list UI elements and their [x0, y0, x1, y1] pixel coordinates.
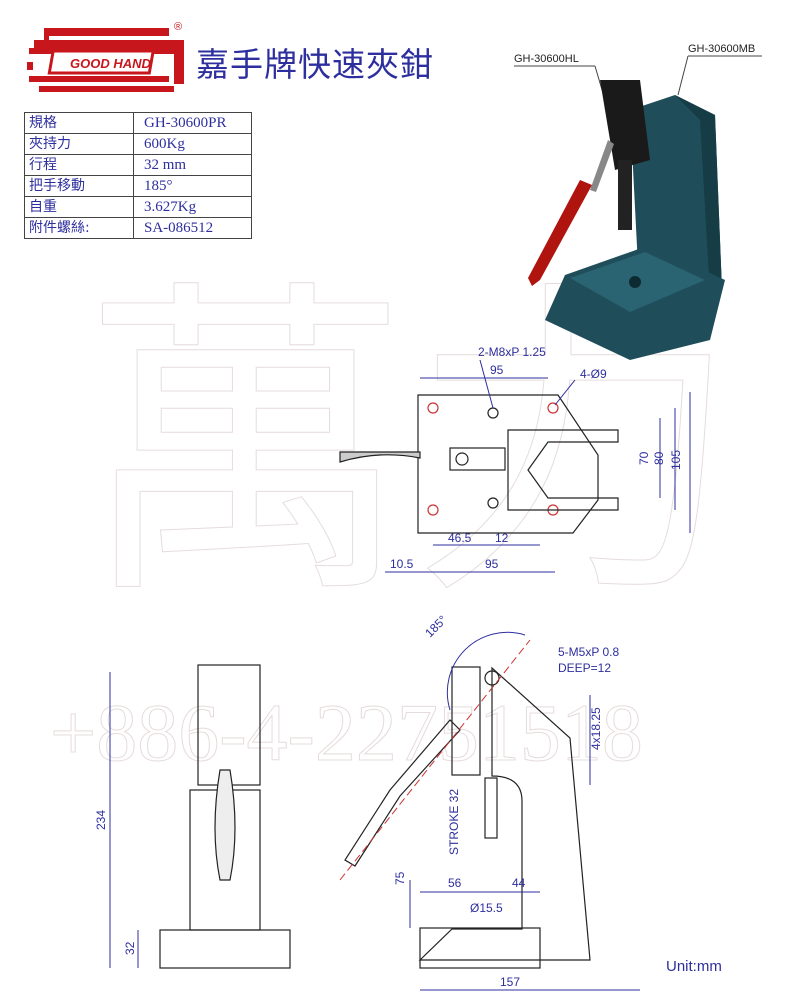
dim-80: 80	[652, 451, 666, 465]
spec-value: 600Kg	[133, 133, 252, 155]
angle-label: 185°	[422, 613, 450, 641]
dim-44: 44	[512, 876, 526, 890]
dim-70: 70	[637, 451, 651, 465]
spec-value: GH-30600PR	[133, 112, 252, 134]
spec-value: 32 mm	[133, 154, 252, 176]
spec-value: SA-086512	[133, 217, 252, 239]
depth-note: DEEP=12	[558, 661, 611, 675]
watermark-phone: +886-4-22751518	[50, 687, 643, 778]
dim-157: 157	[500, 975, 520, 989]
spec-value: 3.627Kg	[133, 196, 252, 218]
dim-32: 32	[123, 941, 137, 955]
dim-56: 56	[448, 876, 462, 890]
page-title: 嘉手牌快速夾鉗	[196, 45, 434, 84]
table-row: 附件螺絲:SA-086512	[24, 217, 252, 239]
registered-mark: ®	[174, 21, 182, 33]
spec-label: 夾持力	[24, 133, 134, 155]
spec-label: 規格	[24, 112, 134, 134]
front-view-drawing: 234 32	[94, 664, 291, 969]
dim-top-95: 95	[490, 363, 504, 377]
spec-label: 自重	[24, 196, 134, 218]
spec-label: 附件螺絲:	[24, 217, 134, 239]
stroke-note: STROKE 32	[447, 789, 461, 855]
dim-75: 75	[393, 871, 407, 885]
logo-text: GOOD HAND	[70, 56, 152, 71]
good-hand-logo: GOOD HAND ®	[27, 21, 184, 92]
side-view-drawing: 185° 5-M5xP 0.8 DEEP=12 4x18.25 STROKE 3…	[339, 613, 640, 991]
dim-12: 12	[495, 531, 509, 545]
product-render: GH-30600HL GH-30600MB	[514, 43, 762, 360]
unit-label: Unit:mm	[666, 958, 722, 975]
dim-234: 234	[94, 810, 108, 830]
top-view-drawing: 95 2-M8xP 1.25 4-Ø9 70 80 105 46.5 12 10…	[339, 345, 691, 573]
render-label-base: GH-30600MB	[688, 43, 755, 55]
dim-46-5: 46.5	[448, 531, 472, 545]
spec-label: 行程	[24, 154, 134, 176]
hole-note: 4-Ø9	[580, 367, 607, 381]
render-label-clamp: GH-30600HL	[514, 53, 579, 65]
dim-105: 105	[669, 450, 683, 470]
spec-value: 185°	[133, 175, 252, 197]
dim-bottom-95: 95	[485, 557, 499, 571]
spec-label: 把手移動	[24, 175, 134, 197]
dim-diameter: Ø15.5	[470, 901, 503, 915]
thread-note: 2-M8xP 1.25	[478, 345, 546, 359]
dim-10-5: 10.5	[390, 557, 414, 571]
thread-note: 5-M5xP 0.8	[558, 645, 619, 659]
pitch-note: 4x18.25	[589, 707, 603, 750]
